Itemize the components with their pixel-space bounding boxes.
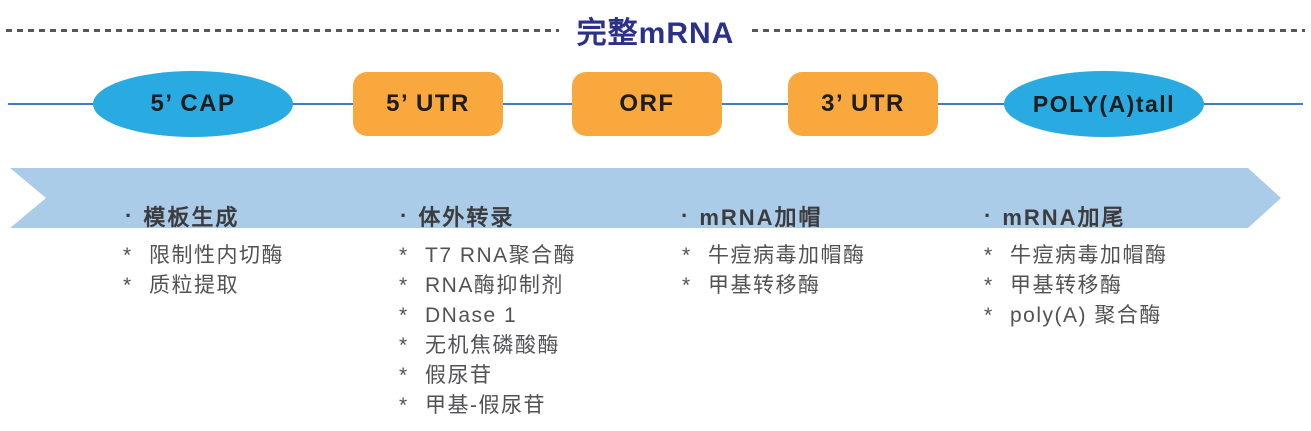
asterisk-marker: * — [984, 274, 994, 297]
list-item: * T7 RNA聚合酶 — [399, 241, 576, 271]
step-list-mrna-capping: * 牛痘病毒加帽酶 * 甲基转移酶 — [682, 241, 866, 301]
list-item-text: 无机焦磷酸酶 — [425, 334, 560, 357]
list-item: * DNase 1 — [399, 301, 576, 331]
asterisk-marker: * — [399, 394, 409, 417]
title-row: 完整mRNA — [6, 4, 1306, 56]
list-item: * 甲基转移酶 — [682, 271, 866, 301]
list-item-text: 假尿苷 — [425, 364, 493, 387]
list-item-text: 质粒提取 — [149, 274, 239, 297]
list-item-text: T7 RNA聚合酶 — [425, 244, 577, 267]
bullet-dot: · — [125, 202, 135, 228]
step-list-mrna-tailing: * 牛痘病毒加帽酶 * 甲基转移酶 * poly(A) 聚合酶 — [984, 241, 1168, 331]
asterisk-marker: * — [682, 274, 692, 297]
list-item-text: 牛痘病毒加帽酶 — [1010, 244, 1168, 267]
step-list-in-vitro-transcription: * T7 RNA聚合酶 * RNA酶抑制剂 * DNase 1 * 无机焦磷酸酶… — [399, 241, 576, 421]
list-item-text: RNA酶抑制剂 — [425, 274, 564, 297]
list-item: * 限制性内切酶 — [123, 241, 284, 271]
page-title: 完整mRNA — [576, 17, 735, 50]
asterisk-marker: * — [399, 334, 409, 357]
segment-label: 5’ CAP — [150, 90, 236, 117]
segment-3-utr: 3’ UTR — [788, 72, 938, 136]
segment-label: POLY(A)tall — [1032, 90, 1176, 117]
bullet-dot: · — [400, 202, 410, 228]
step-header-label: 体外转录 — [418, 204, 515, 230]
list-item: * 牛痘病毒加帽酶 — [984, 241, 1168, 271]
list-item-text: 牛痘病毒加帽酶 — [708, 244, 866, 267]
dashed-divider-right — [752, 28, 1306, 32]
step-header-label: mRNA加帽 — [699, 204, 823, 230]
list-item-text: 甲基-假尿苷 — [425, 394, 546, 417]
list-item-text: 甲基转移酶 — [708, 274, 821, 297]
segment-label: 5’ UTR — [386, 90, 470, 117]
mrna-structure-track: 5’ CAP 5’ UTR ORF 3’ UTR POLY(A)tall — [0, 60, 1311, 160]
list-item: * 牛痘病毒加帽酶 — [682, 241, 866, 271]
list-item: * 质粒提取 — [123, 271, 284, 301]
asterisk-marker: * — [399, 274, 409, 297]
segment-orf: ORF — [572, 72, 722, 136]
asterisk-marker: * — [984, 304, 994, 327]
list-item: * 甲基-假尿苷 — [399, 391, 576, 421]
list-item: * RNA酶抑制剂 — [399, 271, 576, 301]
step-header-mrna-tailing: · mRNA加尾 — [984, 0, 1126, 431]
bullet-dot: · — [681, 202, 691, 228]
asterisk-marker: * — [123, 274, 133, 297]
asterisk-marker: * — [123, 244, 133, 267]
step-list-template-generation: * 限制性内切酶 * 质粒提取 — [123, 241, 284, 301]
segment-5-utr: 5’ UTR — [353, 72, 503, 136]
list-item-text: 限制性内切酶 — [149, 244, 284, 267]
list-item-text: DNase 1 — [425, 304, 518, 327]
segment-5-cap: 5’ CAP — [93, 71, 293, 137]
list-item-text: 甲基转移酶 — [1010, 274, 1123, 297]
list-item: * 无机焦磷酸酶 — [399, 331, 576, 361]
dashed-divider-left — [6, 28, 559, 32]
asterisk-marker: * — [984, 244, 994, 267]
step-header-mrna-capping: · mRNA加帽 — [681, 0, 823, 431]
segment-label: ORF — [619, 90, 675, 117]
bullet-dot: · — [984, 202, 994, 228]
asterisk-marker: * — [682, 244, 692, 267]
segment-poly-a-tail: POLY(A)tall — [1004, 71, 1204, 137]
asterisk-marker: * — [399, 304, 409, 327]
list-item-text: poly(A) 聚合酶 — [1010, 304, 1162, 327]
list-item: * 甲基转移酶 — [984, 271, 1168, 301]
step-header-label: mRNA加尾 — [1002, 204, 1126, 230]
step-header-in-vitro-transcription: · 体外转录 — [400, 0, 514, 431]
asterisk-marker: * — [399, 364, 409, 387]
list-item: * 假尿苷 — [399, 361, 576, 391]
list-item: * poly(A) 聚合酶 — [984, 301, 1168, 331]
step-header-template-generation: · 模板生成 — [125, 0, 239, 431]
step-header-label: 模板生成 — [143, 204, 240, 230]
asterisk-marker: * — [399, 244, 409, 267]
process-banner-arrow — [10, 168, 1281, 228]
segment-label: 3’ UTR — [821, 90, 905, 117]
